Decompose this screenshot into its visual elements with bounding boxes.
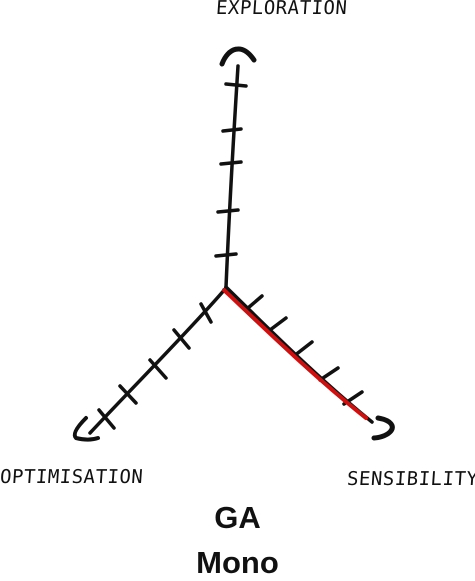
axis-optimisation xyxy=(72,286,228,442)
axis-sensibility xyxy=(224,285,395,441)
sensibility-value-line xyxy=(222,288,368,420)
axis-label-exploration: EXPLORATION xyxy=(215,0,349,19)
axis-label-sensibility: SENSIBILITY xyxy=(346,468,475,490)
axis-label-optimisation: OPTIMISATION xyxy=(0,466,145,488)
caption-line-1: GA xyxy=(214,500,261,535)
caption-line-2: Mono xyxy=(196,545,279,580)
axis-exploration xyxy=(214,46,257,289)
